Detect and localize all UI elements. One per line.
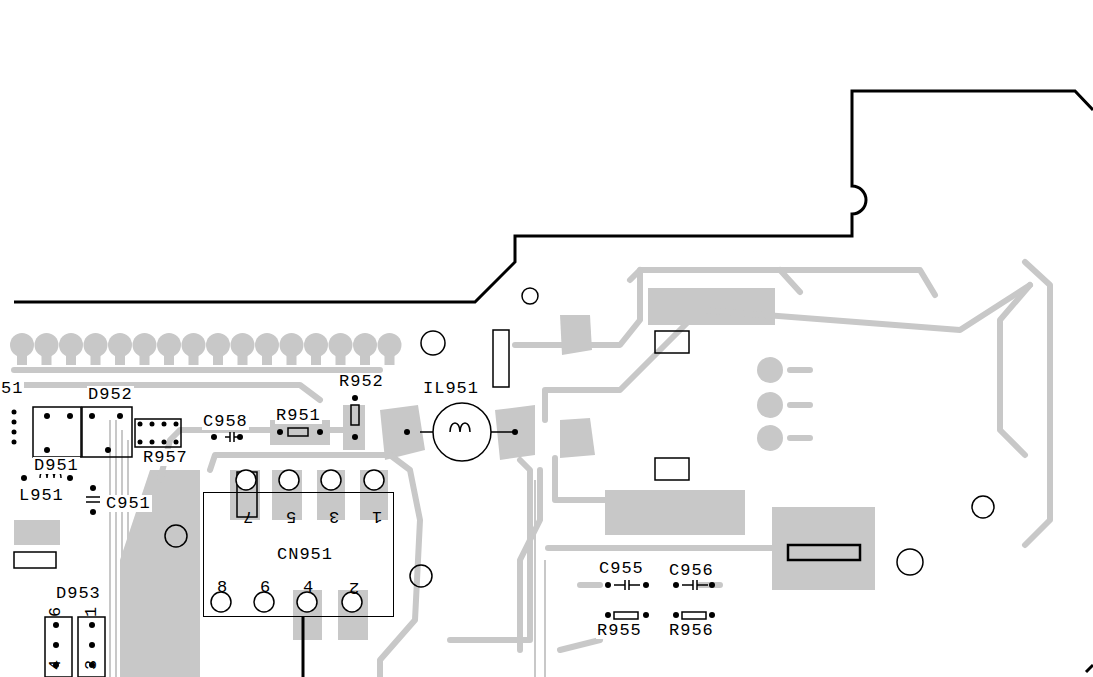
- pin-number: 1: [371, 508, 382, 525]
- pin-number: 3: [83, 659, 100, 670]
- part-label: C955: [598, 560, 645, 577]
- pin-number: 6: [47, 606, 64, 617]
- part-label: L951: [18, 487, 65, 504]
- pin-number: 4: [47, 659, 64, 670]
- pin-number: 3: [328, 508, 339, 525]
- pin-number: 2: [348, 579, 359, 596]
- pin-number: 4: [303, 579, 314, 596]
- part-label: D953: [55, 585, 102, 602]
- part-label: D952: [87, 386, 134, 403]
- pin-number: 8: [217, 579, 228, 596]
- part-label: R952: [338, 373, 385, 390]
- part-label: C951: [105, 495, 152, 512]
- part-label: D951: [33, 457, 80, 474]
- part-label: R955: [596, 622, 643, 639]
- pin-number: 1: [83, 606, 100, 617]
- part-label: IL951: [422, 380, 480, 397]
- part-label: CN951: [276, 546, 334, 563]
- part-label: 51: [0, 380, 24, 397]
- part-label: R956: [668, 622, 715, 639]
- part-label: R957: [142, 449, 189, 466]
- part-label: R951: [275, 407, 322, 424]
- pin-number: 5: [285, 508, 296, 525]
- pin-number: 7: [242, 508, 253, 525]
- pin-number: 6: [260, 579, 271, 596]
- connector-outline: 7 5 3 1CN951 8 6 4 2: [203, 492, 394, 617]
- part-label: C958: [202, 413, 249, 430]
- part-label: C956: [668, 562, 715, 579]
